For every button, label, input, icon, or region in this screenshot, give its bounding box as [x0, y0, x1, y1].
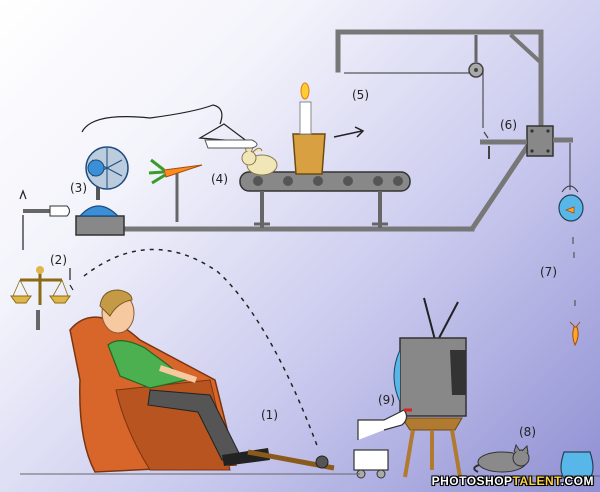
- roller-skate-icon: [353, 408, 412, 479]
- fishbowl-icon: [558, 143, 584, 306]
- rabbit-icon: [241, 143, 278, 176]
- carrot-icon: [148, 158, 203, 222]
- ball-trajectory: [83, 248, 319, 449]
- glove-hand-icon: [81, 104, 258, 149]
- fishbowl-icon: [560, 451, 594, 479]
- step-label-6: (6): [500, 118, 517, 132]
- scale-icon: [10, 266, 74, 330]
- step-label-7: (7): [540, 265, 557, 279]
- gear-box-icon: [480, 125, 573, 159]
- step-label-2: (2): [50, 253, 67, 267]
- step-label-5: (5): [352, 88, 369, 102]
- pulley-icon: [344, 35, 484, 128]
- step-label-1: (1): [261, 408, 278, 422]
- watermark-part-3: .COM: [560, 474, 594, 488]
- television-icon: [393, 297, 467, 478]
- site-watermark: PHOTOSHOPTALENT.COM: [432, 474, 594, 488]
- step-label-4: (4): [211, 172, 228, 186]
- step-label-3: (3): [70, 181, 87, 195]
- fan-icon: [75, 146, 129, 236]
- watermark-part-1: PHOTOSHOP: [431, 474, 513, 488]
- floor-line: [20, 473, 600, 477]
- glove-hand-icon: [19, 189, 70, 250]
- step-label-8: (8): [519, 425, 536, 439]
- crane-frame: [118, 29, 544, 232]
- fish-icon: [569, 321, 581, 347]
- conveyor-belt: [239, 171, 411, 228]
- watermark-part-2: TALENT: [512, 474, 561, 488]
- candle-icon: [292, 82, 365, 175]
- cat-icon: [473, 443, 530, 473]
- step-label-9: (9): [378, 393, 395, 407]
- lever-icon: [247, 449, 335, 471]
